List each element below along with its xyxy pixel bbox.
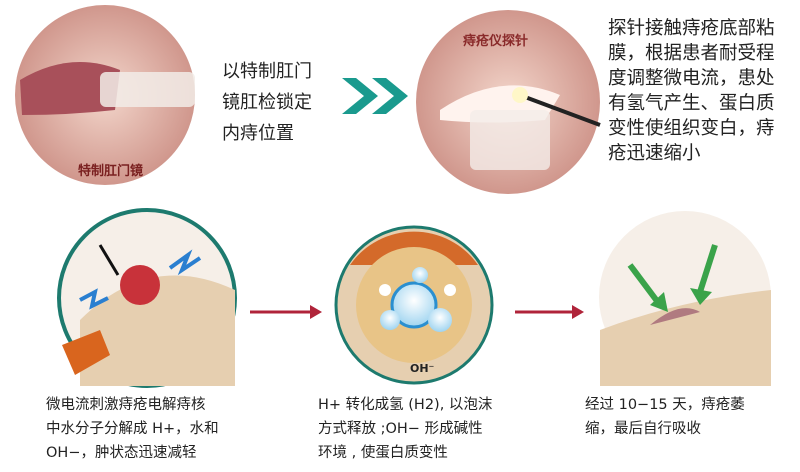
step1-text: 以特制肛门 镜肛检锁定 内痔位置: [222, 61, 312, 144]
bubbles-illustration: [334, 225, 494, 385]
shrunk-illustration: [599, 211, 771, 386]
arrow-right-icon: [515, 305, 584, 319]
step4-text: H+ 转化成氢 (H2), 以泡沫 方式释放 ;OH− 形成碱性 环境 , 使蛋…: [318, 397, 493, 461]
electrolysis-illustration: [57, 208, 237, 388]
step5-text: 经过 10−15 天，痔疮萎 缩，最后自行吸收: [585, 397, 745, 437]
anoscope-label: 特制肛门镜: [78, 164, 144, 179]
oh-label: OH⁻: [410, 362, 435, 375]
probe-illustration: [416, 10, 601, 194]
probe-label: 痔疮仪探针: [463, 34, 529, 49]
step3-text: 微电流刺激痔疮电解痔核 中水分子分解成 H+，水和 OH−，肿状态迅速减轻: [46, 397, 219, 461]
chevrons-icon: [342, 78, 408, 114]
arrow-right-icon: [250, 305, 322, 319]
step2-text: 探针接触痔疮底部粘 膜，根据患者耐受程 度调整微电流，患处 有氢气产生、蛋白质 …: [608, 18, 775, 164]
anoscope-illustration: [15, 5, 195, 185]
